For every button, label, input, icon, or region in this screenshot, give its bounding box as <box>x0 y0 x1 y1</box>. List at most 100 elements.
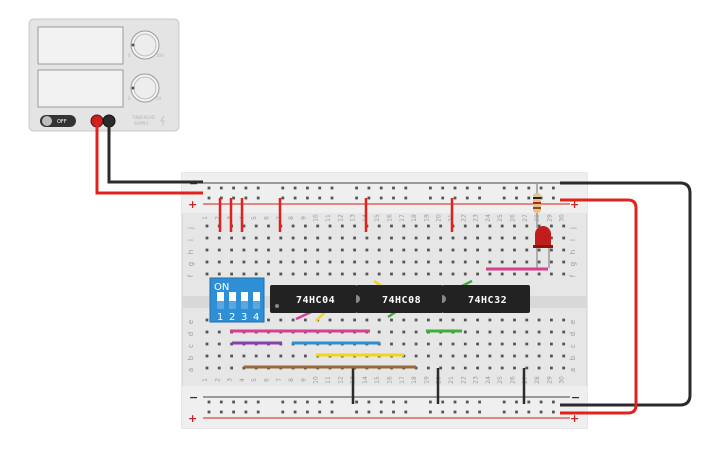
breadboard-hole[interactable] <box>525 248 529 252</box>
breadboard-hole[interactable] <box>279 354 283 358</box>
breadboard-hole[interactable] <box>500 366 504 370</box>
breadboard-hole[interactable] <box>478 196 481 200</box>
breadboard-hole[interactable] <box>306 400 309 404</box>
breadboard-hole[interactable] <box>500 272 504 276</box>
breadboard-hole[interactable] <box>525 224 529 228</box>
led[interactable] <box>533 226 553 268</box>
breadboard-hole[interactable] <box>217 272 221 276</box>
breadboard-hole[interactable] <box>414 366 418 370</box>
breadboard-hole[interactable] <box>390 272 393 276</box>
breadboard-hole[interactable] <box>463 260 467 264</box>
breadboard-hole[interactable] <box>205 330 209 334</box>
breadboard-hole[interactable] <box>478 186 481 190</box>
breadboard-hole[interactable] <box>242 236 246 240</box>
breadboard-hole[interactable] <box>515 196 518 200</box>
breadboard-hole[interactable] <box>539 196 543 200</box>
breadboard-hole[interactable] <box>217 342 221 346</box>
breadboard-hole[interactable] <box>552 400 555 404</box>
breadboard-hole[interactable] <box>552 410 555 414</box>
breadboard-hole[interactable] <box>463 248 467 252</box>
breadboard-hole[interactable] <box>488 248 492 252</box>
breadboard-hole[interactable] <box>402 330 406 334</box>
breadboard-hole[interactable] <box>427 342 430 346</box>
breadboard-hole[interactable] <box>254 354 258 358</box>
breadboard-hole[interactable] <box>550 318 553 322</box>
black-supply-wire[interactable] <box>107 121 203 184</box>
breadboard-hole[interactable] <box>353 224 356 228</box>
breadboard-hole[interactable] <box>244 196 248 200</box>
breadboard-hole[interactable] <box>562 236 566 240</box>
chip-74hc08[interactable]: 74HC08 <box>356 285 443 313</box>
breadboard-hole[interactable] <box>340 236 344 240</box>
breadboard-hole[interactable] <box>550 354 553 358</box>
breadboard-hole[interactable] <box>230 272 233 276</box>
breadboard-hole[interactable] <box>525 342 529 346</box>
breadboard-hole[interactable] <box>550 330 553 334</box>
breadboard-hole[interactable] <box>427 236 430 240</box>
breadboard-hole[interactable] <box>414 260 418 264</box>
breadboard-hole[interactable] <box>365 318 369 322</box>
breadboard-hole[interactable] <box>377 236 381 240</box>
breadboard-hole[interactable] <box>488 236 492 240</box>
breadboard-hole[interactable] <box>525 236 529 240</box>
breadboard-hole[interactable] <box>328 318 332 322</box>
breadboard-hole[interactable] <box>414 342 418 346</box>
breadboard-hole[interactable] <box>217 260 221 264</box>
breadboard-hole[interactable] <box>328 224 332 228</box>
breadboard-hole[interactable] <box>550 224 553 228</box>
breadboard-hole[interactable] <box>513 330 516 334</box>
breadboard-hole[interactable] <box>562 272 566 276</box>
breadboard-hole[interactable] <box>207 400 211 404</box>
breadboard-hole[interactable] <box>539 410 543 414</box>
breadboard-hole[interactable] <box>267 248 270 252</box>
breadboard-hole[interactable] <box>328 248 332 252</box>
breadboard-hole[interactable] <box>539 400 543 404</box>
breadboard-hole[interactable] <box>328 272 332 276</box>
breadboard-hole[interactable] <box>439 354 443 358</box>
breadboard-hole[interactable] <box>515 410 518 414</box>
breadboard-hole[interactable] <box>476 354 479 358</box>
breadboard-hole[interactable] <box>340 318 344 322</box>
breadboard-hole[interactable] <box>392 196 395 200</box>
breadboard-hole[interactable] <box>500 260 504 264</box>
breadboard-hole[interactable] <box>414 354 418 358</box>
breadboard-hole[interactable] <box>414 272 418 276</box>
breadboard-hole[interactable] <box>451 354 455 358</box>
breadboard-hole[interactable] <box>525 330 529 334</box>
breadboard-hole[interactable] <box>205 248 209 252</box>
breadboard-hole[interactable] <box>318 186 322 190</box>
breadboard-hole[interactable] <box>267 318 270 322</box>
breadboard-hole[interactable] <box>439 318 443 322</box>
breadboard-hole[interactable] <box>402 318 406 322</box>
breadboard-hole[interactable] <box>316 224 320 228</box>
breadboard-hole[interactable] <box>355 196 358 200</box>
breadboard-hole[interactable] <box>476 236 479 240</box>
breadboard-hole[interactable] <box>256 410 260 414</box>
breadboard-hole[interactable] <box>390 224 393 228</box>
breadboard-hole[interactable] <box>515 186 518 190</box>
breadboard-hole[interactable] <box>476 366 479 370</box>
breadboard-hole[interactable] <box>390 260 393 264</box>
breadboard-hole[interactable] <box>537 330 541 334</box>
breadboard-hole[interactable] <box>478 400 481 404</box>
breadboard-hole[interactable] <box>377 318 381 322</box>
breadboard-hole[interactable] <box>488 330 492 334</box>
breadboard-hole[interactable] <box>550 248 553 252</box>
breadboard-hole[interactable] <box>525 272 529 276</box>
breadboard-hole[interactable] <box>242 224 246 228</box>
breadboard-hole[interactable] <box>293 400 297 404</box>
power-supply[interactable]: 0 30V 0 5A OFF TINKERCAD SUPPLY <box>28 18 180 132</box>
breadboard-hole[interactable] <box>451 260 455 264</box>
breadboard-hole[interactable] <box>281 400 285 404</box>
breadboard-hole[interactable] <box>427 354 430 358</box>
breadboard-hole[interactable] <box>525 354 529 358</box>
breadboard-hole[interactable] <box>439 272 443 276</box>
breadboard-hole[interactable] <box>279 236 283 240</box>
breadboard-hole[interactable] <box>304 318 307 322</box>
breadboard-hole[interactable] <box>463 318 467 322</box>
breadboard-hole[interactable] <box>205 260 209 264</box>
breadboard-hole[interactable] <box>552 186 555 190</box>
breadboard-hole[interactable] <box>217 354 221 358</box>
chip-74hc32[interactable]: 74HC32 <box>442 285 530 313</box>
breadboard-hole[interactable] <box>525 366 529 370</box>
